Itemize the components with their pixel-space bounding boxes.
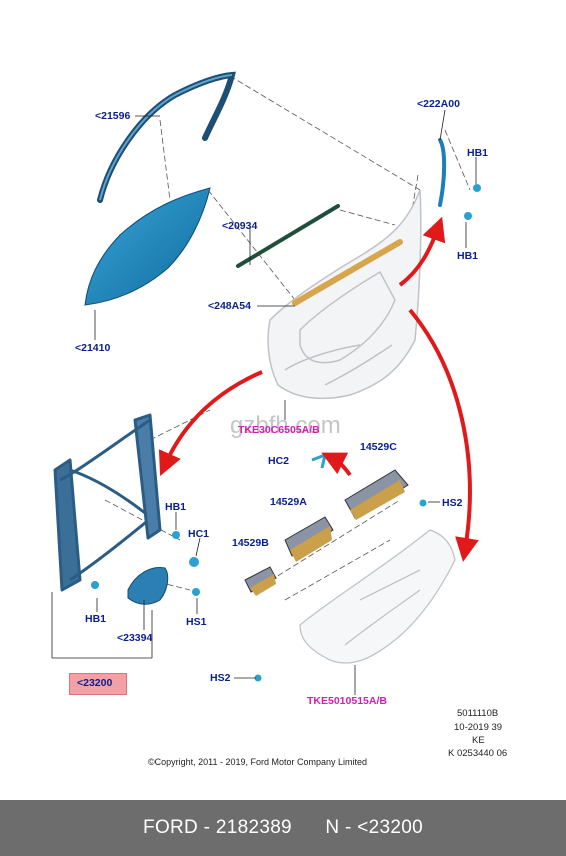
belt-weatherstrip: [236, 204, 340, 268]
part-label-248a54[interactable]: <248A54: [208, 300, 251, 312]
part-label-tke-door[interactable]: TKE30C6505A/B: [238, 424, 320, 436]
part-label-hb1-top2[interactable]: HB1: [457, 250, 479, 262]
part-label-14529b[interactable]: 14529B: [232, 537, 269, 549]
footer-text: FORD - 2182389 N - <23200: [143, 817, 423, 838]
part-label-hb1-top[interactable]: HB1: [467, 147, 489, 159]
part-label-hs2-low[interactable]: HS2: [210, 672, 231, 684]
footer-bar: FORD - 2182389 N - <23200: [0, 800, 566, 856]
assembly-lines: [104, 75, 471, 601]
wire-clip: [311, 452, 328, 469]
part-label-tke-trim[interactable]: TKE5010515A/B: [307, 695, 387, 707]
window-switch-14529b: [244, 566, 277, 596]
belt-molding: [292, 239, 403, 306]
flow-arrows: [158, 216, 479, 562]
part-label-23394[interactable]: <23394: [117, 632, 153, 644]
screw-icon: [254, 499, 427, 682]
door-glass: [84, 187, 211, 306]
part-label-222a00[interactable]: <222A00: [417, 98, 460, 110]
part-label-21410[interactable]: <21410: [75, 342, 111, 354]
meta-line-3: KE: [472, 735, 485, 746]
part-label-14529a[interactable]: 14529A: [270, 496, 307, 508]
part-label-21596[interactable]: <21596: [95, 110, 131, 122]
part-label-hc2[interactable]: HC2: [268, 455, 290, 467]
meta-line-2: 10-2019 39: [454, 722, 503, 733]
part-label-23200[interactable]: <23200: [77, 677, 113, 689]
watermark: gzbfh.com: [230, 412, 341, 439]
part-label-hs2-right[interactable]: HS2: [442, 497, 463, 509]
leader-lines: [51, 109, 477, 695]
regulator-motor: [127, 566, 169, 605]
meta-line-1: 5011110B: [457, 708, 499, 719]
highlight-box: [69, 673, 127, 695]
window-switch-14529a: [284, 516, 334, 562]
door-inner-panel: [267, 189, 422, 400]
door-trim-panel: [299, 529, 456, 664]
part-label-hs1[interactable]: HS1: [186, 616, 207, 628]
window-switch-14529c: [344, 469, 409, 520]
parts-diagram: [51, 71, 481, 695]
copyright: ©Copyright, 2011 - 2019, Ford Motor Comp…: [148, 757, 368, 767]
bolt-icon: [464, 184, 481, 220]
part-label-hc1[interactable]: HC1: [188, 528, 210, 540]
part-label-hb1-mid[interactable]: HB1: [165, 501, 187, 513]
part-label-20934[interactable]: <20934: [222, 220, 258, 232]
part-label-hb1-low[interactable]: HB1: [85, 613, 107, 625]
exterior-handle-bracket: [438, 138, 447, 207]
bolt-icon: [91, 531, 200, 596]
meta-line-4: K 0253440 06: [448, 748, 508, 759]
glass-run-channel: [97, 71, 236, 203]
part-label-14529c[interactable]: 14529C: [360, 441, 397, 453]
window-regulator: [53, 413, 162, 592]
